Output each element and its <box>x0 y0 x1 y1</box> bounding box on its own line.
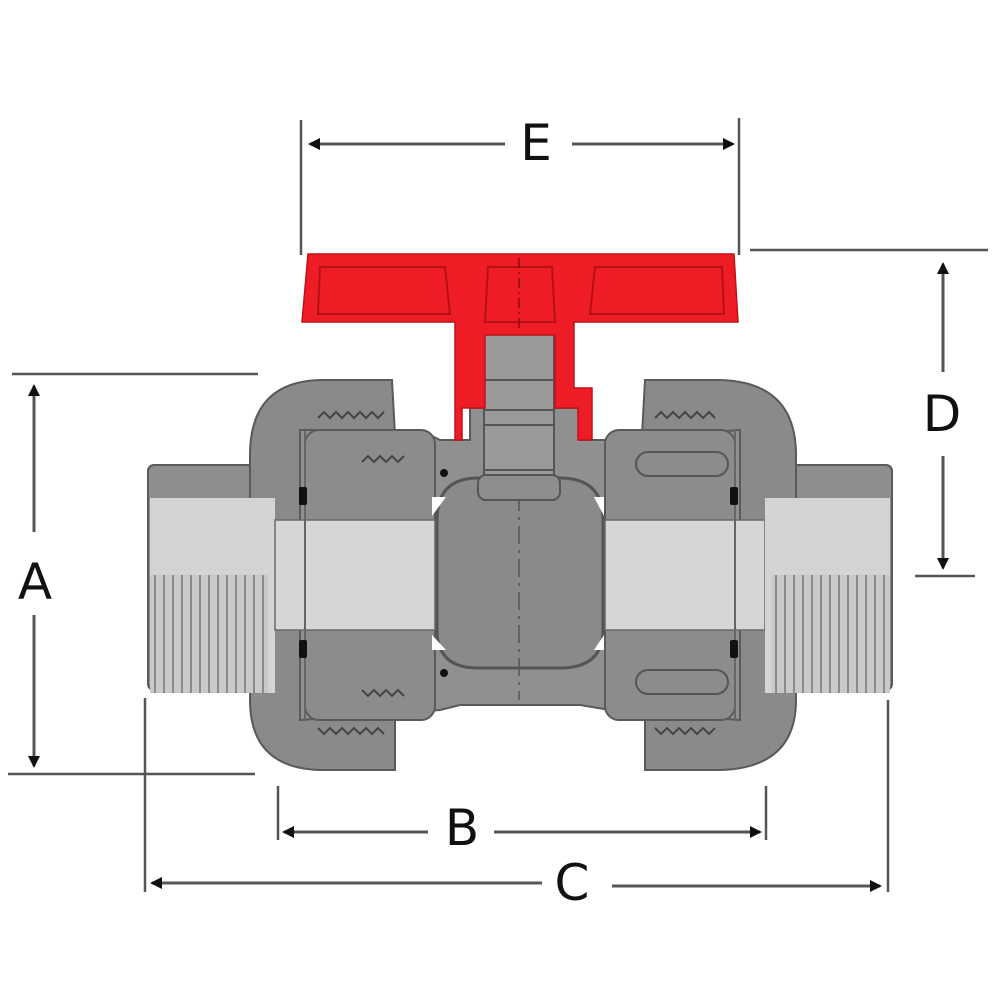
dimension-label-e: E <box>520 114 552 172</box>
dimension-arrows <box>28 138 949 892</box>
dimension-label-c: C <box>554 854 590 912</box>
extension-lines <box>8 118 988 892</box>
handle <box>301 253 739 441</box>
union-slots <box>635 451 729 695</box>
dimension-label-a: A <box>17 553 53 611</box>
dimension-label-b: B <box>444 799 480 857</box>
union-threads <box>317 410 716 736</box>
handle-shape <box>301 253 739 441</box>
dimension-label-d: D <box>922 385 962 443</box>
flow-bore <box>150 430 890 720</box>
valve-stem <box>477 329 561 501</box>
